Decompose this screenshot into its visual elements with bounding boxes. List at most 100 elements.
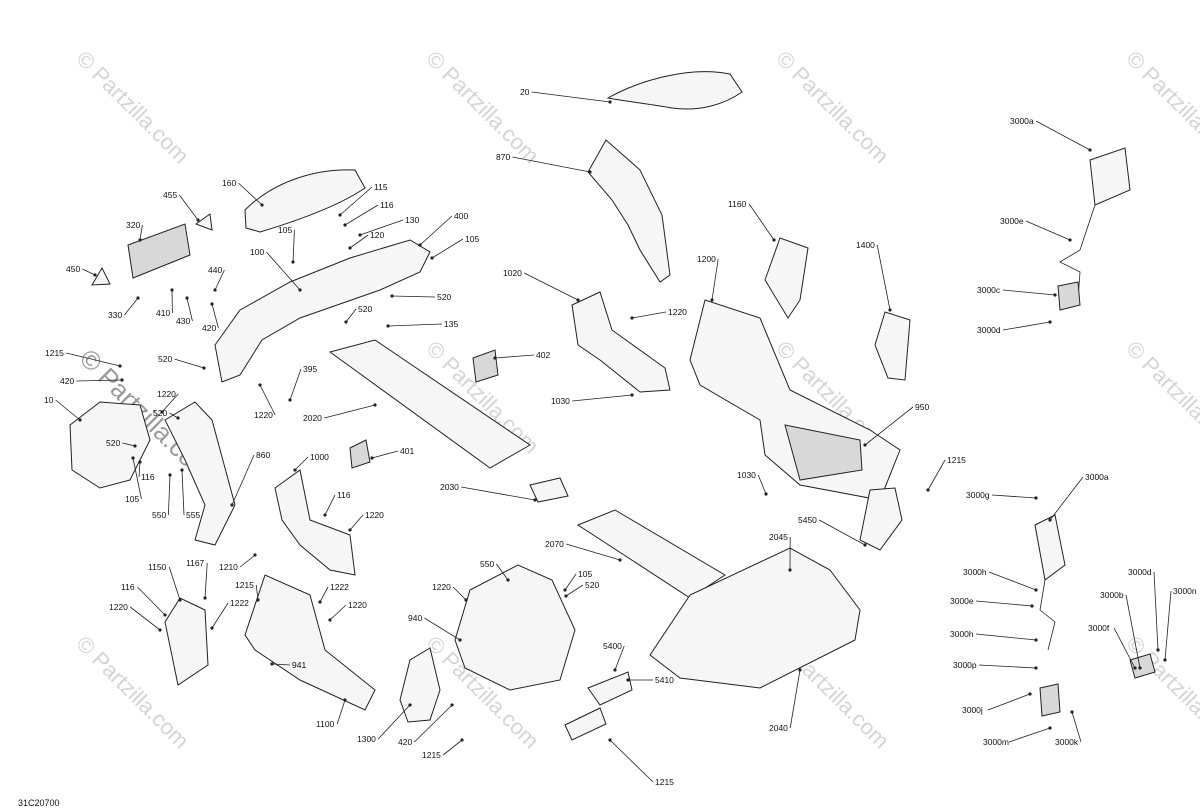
callout-leader-line xyxy=(349,234,369,249)
fastener-marker xyxy=(1034,496,1038,500)
fastener-marker xyxy=(1088,148,1092,152)
callout-1030: 1030 xyxy=(551,393,634,406)
callout-105: 105 xyxy=(563,569,592,592)
callout-leader-line xyxy=(1025,220,1071,241)
callout-leader-line xyxy=(324,494,336,516)
callout-label: 5410 xyxy=(655,675,674,685)
fastener-marker xyxy=(1048,518,1052,522)
callout-leader-line xyxy=(181,469,185,516)
callout-3000k: 3000k xyxy=(1055,710,1082,747)
part-950-bin xyxy=(784,424,863,481)
callout-3000a: 3000a xyxy=(1048,472,1109,522)
part-20-fascia xyxy=(606,71,743,110)
callout-label: 130 xyxy=(405,215,419,225)
fastener-marker xyxy=(373,403,377,407)
callout-leader-line xyxy=(66,352,121,367)
fastener-marker xyxy=(168,473,172,477)
part-3000e-arm-lower xyxy=(1039,579,1056,651)
callout-5410: 5410 xyxy=(626,675,674,685)
callout-leader-line xyxy=(336,699,346,725)
fastener-marker xyxy=(138,238,142,242)
callout-label: 135 xyxy=(444,319,458,329)
fastener-marker xyxy=(176,416,180,420)
callout-3000c: 3000c xyxy=(977,285,1057,297)
fastener-marker xyxy=(358,233,362,237)
callout-leader-line xyxy=(214,269,225,291)
callout-941: 941 xyxy=(270,660,306,670)
fastener-marker xyxy=(926,488,930,492)
callout-label: 870 xyxy=(496,152,510,162)
callout-2030: 2030 xyxy=(440,482,537,502)
callout-label: 3000a xyxy=(1010,116,1034,126)
part-5450 xyxy=(859,487,903,551)
fastener-marker xyxy=(170,288,174,292)
callout-leader-line xyxy=(452,586,467,601)
fastener-marker xyxy=(213,288,217,292)
callout-label: 3000j xyxy=(962,705,983,715)
callout-leader-line xyxy=(211,303,219,329)
callout-leader-line xyxy=(975,633,1037,641)
callout-550: 550 xyxy=(480,559,510,582)
callout-leader-line xyxy=(169,412,179,419)
callout-1220: 1220 xyxy=(254,383,276,420)
callout-label: 105 xyxy=(578,569,592,579)
part-320-grille xyxy=(127,223,191,279)
callout-leader-line xyxy=(129,606,161,631)
callout-1220: 1220 xyxy=(630,307,687,320)
callout-3000e: 3000e xyxy=(1000,216,1072,242)
fastener-marker xyxy=(348,246,352,250)
part-1400 xyxy=(874,311,911,381)
callout-leader-line xyxy=(564,573,577,591)
callout-leader-line xyxy=(988,571,1037,591)
callout-leader-line xyxy=(168,474,171,516)
fastener-marker xyxy=(563,588,567,592)
callout-label: 401 xyxy=(400,446,414,456)
callout-label: 400 xyxy=(454,211,468,221)
callout-860: 860 xyxy=(230,450,270,507)
callout-label: 2030 xyxy=(440,482,459,492)
fastener-marker xyxy=(136,296,140,300)
callout-leader-line xyxy=(414,704,453,743)
fastener-marker xyxy=(390,294,394,298)
fastener-marker xyxy=(210,302,214,306)
fastener-marker xyxy=(630,393,634,397)
callout-label: 1030 xyxy=(551,396,570,406)
callout-leader-line xyxy=(1035,120,1091,151)
fastener-marker xyxy=(293,468,297,472)
callout-leader-line xyxy=(1071,711,1082,743)
fastener-marker xyxy=(1034,638,1038,642)
fastener-marker xyxy=(460,738,464,742)
fastener-marker xyxy=(370,456,374,460)
callout-leader-line xyxy=(572,394,633,402)
callout-20: 20 xyxy=(520,87,612,104)
callout-label: 100 xyxy=(250,247,264,257)
fastener-marker xyxy=(710,298,714,302)
fastener-marker xyxy=(93,273,97,277)
callout-1215: 1215 xyxy=(608,738,674,787)
callout-leader-line xyxy=(1153,571,1159,651)
callout-leader-line xyxy=(161,393,179,413)
callout-label: 3000e xyxy=(950,596,974,606)
callout-label: 520 xyxy=(158,354,172,364)
callout-430: 430 xyxy=(176,296,193,326)
callout-leader-line xyxy=(345,308,357,323)
callout-label: 3000h xyxy=(963,567,987,577)
fastener-marker xyxy=(1138,666,1142,670)
callout-5450: 5450 xyxy=(798,515,867,547)
callout-label: 420 xyxy=(202,323,216,333)
callout-3000p: 3000p xyxy=(953,660,1038,670)
callout-2040: 2040 xyxy=(769,668,802,733)
callout-label: 1210 xyxy=(219,562,238,572)
fastener-marker xyxy=(533,498,537,502)
callout-leader-line xyxy=(987,693,1031,711)
fastener-marker xyxy=(1034,666,1038,670)
callout-label: 5450 xyxy=(798,515,817,525)
callout-420: 420 xyxy=(60,376,124,386)
callout-870: 870 xyxy=(496,152,592,174)
fastener-marker xyxy=(1070,710,1074,714)
callout-label: 1400 xyxy=(856,240,875,250)
callout-leader-line xyxy=(259,384,276,416)
fastener-marker xyxy=(131,456,135,460)
callout-leader-line xyxy=(424,617,461,641)
